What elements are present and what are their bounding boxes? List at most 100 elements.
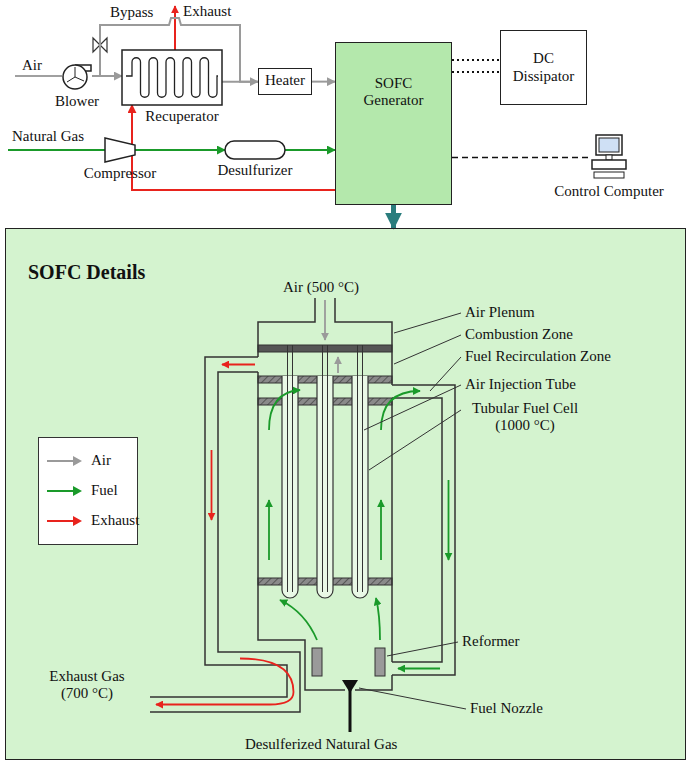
air-flow-arrows-part	[337, 357, 339, 373]
computer-icon-outline	[590, 135, 628, 180]
legend-row: Exhaust	[45, 506, 131, 536]
part-label: Reformer	[462, 633, 519, 650]
vessel-walls-part	[392, 385, 455, 675]
generator-box: SOFC Generator	[335, 42, 452, 205]
flow-connector	[135, 149, 225, 151]
desulfurizer-vessel: Desulfurizer	[225, 141, 285, 159]
legend-sample-head	[73, 456, 82, 466]
exhaust-flow-arrows	[156, 365, 294, 705]
box-label: DC Dissipator	[508, 50, 580, 85]
computer-icon-stroke	[594, 172, 624, 178]
part-label: Combustion Zone	[465, 326, 573, 343]
top-feed-lines-part	[174, 6, 176, 50]
box-label: Heater	[265, 72, 305, 89]
vessel-walls	[150, 298, 455, 712]
tubular-fuel-cells	[282, 376, 368, 598]
leader-lines-part	[364, 385, 461, 430]
fuel-flow-arrows-part	[381, 391, 420, 430]
legend-sample	[45, 515, 83, 527]
leader-lines	[359, 313, 466, 709]
exhaust-flow-arrows-part	[156, 692, 294, 705]
computer-icon: Control Computer	[590, 135, 628, 180]
fuel-nozzle-part	[349, 690, 352, 732]
part-label: Air Plenum	[465, 304, 535, 321]
reformers	[312, 648, 385, 676]
blower-symbol-stroke	[63, 65, 87, 89]
computer-icon-stroke	[599, 138, 619, 152]
air-injection-tubes	[288, 345, 363, 592]
part-label: Desulferized Natural Gas	[245, 736, 397, 753]
compressor-symbol: Compressor	[105, 138, 135, 162]
leader-lines-part	[394, 335, 461, 364]
flow-connector	[452, 60, 500, 72]
legend-row: Fuel	[45, 476, 131, 506]
flow-connector	[132, 105, 335, 190]
symbol-label: Compressor	[84, 165, 157, 182]
fuel-flow-arrows-part	[269, 390, 300, 430]
plates-part	[258, 345, 392, 352]
part-label: Exhaust Gas (700 °C)	[42, 668, 132, 703]
recuperator-box: Recuperator	[122, 50, 222, 105]
compressor-symbol-outline	[105, 138, 135, 162]
part-label: Air (500 °C)	[283, 279, 359, 296]
blower-symbol-stroke	[67, 67, 84, 82]
air-injection-tubes-part	[288, 345, 363, 592]
fuel-flow-arrows-part	[376, 598, 380, 640]
part-label: Air	[22, 57, 42, 74]
top-feed-lines	[8, 6, 175, 150]
tubular-fuel-cells-part	[352, 376, 368, 598]
flow-connector	[222, 81, 258, 83]
fuel-nozzle	[342, 680, 358, 732]
legend-text: Exhaust	[91, 512, 139, 529]
top-feed-lines-part	[15, 75, 62, 77]
computer-icon-stroke	[596, 135, 622, 155]
symbol-label: Control Computer	[554, 183, 664, 200]
recuperator-box-outline	[122, 50, 222, 105]
leader-lines-part	[430, 357, 461, 391]
box-label: SOFC Generator	[354, 75, 434, 110]
recuperator-box-stroke	[122, 50, 222, 105]
details-panel-ground	[5, 228, 686, 760]
legend-sample-line	[47, 490, 75, 492]
exhaust-flow-arrows-part	[211, 450, 213, 520]
legend-sample-head	[73, 486, 82, 496]
reformers-part	[312, 648, 322, 676]
fuel-flow-arrows-part	[268, 500, 270, 560]
leader-lines-part	[359, 688, 466, 709]
panel-heading: SOFC Details	[28, 261, 145, 284]
legend-sample	[45, 485, 83, 497]
fuel-flow-arrows-part	[448, 480, 450, 560]
edge-label: Bypass	[110, 4, 153, 21]
flow-connector	[92, 18, 258, 82]
computer-icon-stroke	[606, 155, 612, 160]
vessel-walls-part	[258, 298, 392, 690]
fuel-flow-arrows	[269, 390, 449, 669]
flow-connector	[391, 205, 396, 228]
exhaust-flow-arrows-part	[240, 659, 294, 693]
legend-text: Air	[91, 452, 111, 469]
reformers-part	[375, 648, 385, 676]
legend-text: Fuel	[91, 482, 118, 499]
compressor-symbol-stroke	[105, 138, 135, 162]
blower-symbol: Blower	[62, 62, 92, 90]
leader-lines-part	[387, 642, 458, 656]
blower-symbol-outline	[62, 62, 92, 90]
leader-lines-part	[369, 410, 461, 470]
dissipator-box: DC Dissipator	[500, 30, 587, 105]
desulfurizer-vessel-outline	[225, 141, 285, 159]
air-flow-arrows-part	[324, 300, 326, 340]
legend-row: Air	[45, 446, 131, 476]
part-label: Tubular Fuel Cell (1000 °C)	[465, 400, 585, 435]
part-label: Fuel Recirculation Zone	[465, 348, 611, 365]
part-label: Air Injection Tube	[465, 376, 576, 393]
exhaust-flow-arrows-part	[222, 364, 255, 366]
symbol-label: Blower	[55, 93, 99, 110]
legend-sample-line	[47, 520, 75, 522]
legend-sample-head	[73, 516, 82, 526]
vessel-walls-part	[150, 357, 300, 712]
recuperator-box-stroke	[126, 58, 218, 98]
